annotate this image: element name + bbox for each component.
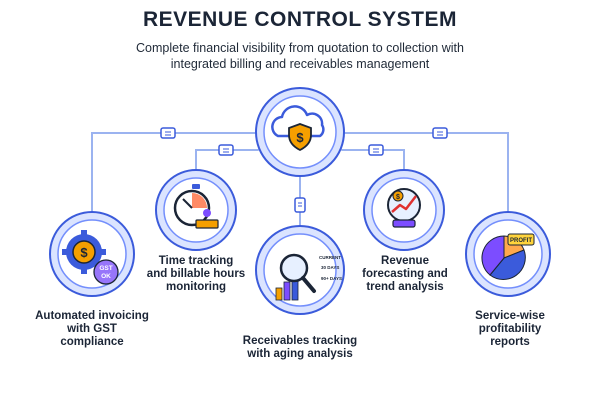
feature-node-invoicing: $ GST OK	[49, 211, 135, 297]
subtitle-line: integrated billing and receivables manag…	[170, 57, 430, 71]
subtitle-line: Complete financial visibility from quota…	[136, 41, 464, 55]
profit-tag: PROFIT	[510, 238, 532, 244]
aging-chart-magnifier-icon: CURRENT 30 DAYS 90+ DAYS	[275, 253, 342, 301]
document-badge-icon	[294, 197, 306, 213]
page-title: REVENUE CONTROL SYSTEM	[143, 8, 457, 31]
pie-chart-profit-icon: PROFIT	[481, 233, 535, 280]
svg-text:$: $	[296, 130, 304, 145]
crystal-ball-trend-icon: $	[387, 188, 421, 228]
feature-node-forecasting: $	[363, 169, 445, 251]
aging-label-current: CURRENT	[319, 255, 341, 260]
feature-label-time-tracking: Time tracking and billable hours monitor…	[146, 255, 246, 293]
stopwatch-desk-icon	[173, 184, 219, 229]
svg-text:GST: GST	[99, 265, 112, 272]
feature-label-receivables: Receivables tracking with aging analysis	[242, 335, 358, 360]
feature-node-profitability: PROFIT	[465, 211, 551, 297]
document-badge-icon	[218, 144, 234, 156]
page-subtitle: Complete financial visibility from quota…	[90, 40, 510, 72]
connector-to-invoicing	[91, 132, 259, 213]
feature-node-time-tracking	[155, 169, 237, 251]
svg-text:$: $	[396, 194, 400, 201]
connector-to-time-tracking	[195, 149, 259, 171]
aging-label-30: 30 DAYS	[321, 265, 339, 270]
connector-to-profitability	[341, 132, 509, 213]
connector-lines	[91, 132, 509, 233]
document-badge-icon	[368, 144, 384, 156]
svg-text:OK: OK	[101, 273, 111, 280]
document-badge-icon	[432, 127, 448, 139]
aging-label-90: 90+ DAYS	[321, 276, 342, 281]
feature-label-invoicing: Automated invoicing with GST compliance	[35, 310, 149, 348]
feature-node-receivables: CURRENT 30 DAYS 90+ DAYS	[255, 225, 345, 315]
svg-text:$: $	[80, 245, 88, 260]
document-badge-icon	[160, 127, 176, 139]
center-hub: $	[255, 87, 345, 177]
connector-to-forecasting	[341, 149, 405, 171]
feature-label-profitability: Service-wise profitability reports	[475, 310, 545, 348]
connector-badges	[160, 127, 448, 213]
cloud-shield-dollar-icon: $	[271, 105, 325, 152]
dollar-gear-gst-icon: $ GST OK	[62, 230, 119, 285]
feature-label-forecasting: Revenue forecasting and trend analysis	[362, 255, 448, 293]
